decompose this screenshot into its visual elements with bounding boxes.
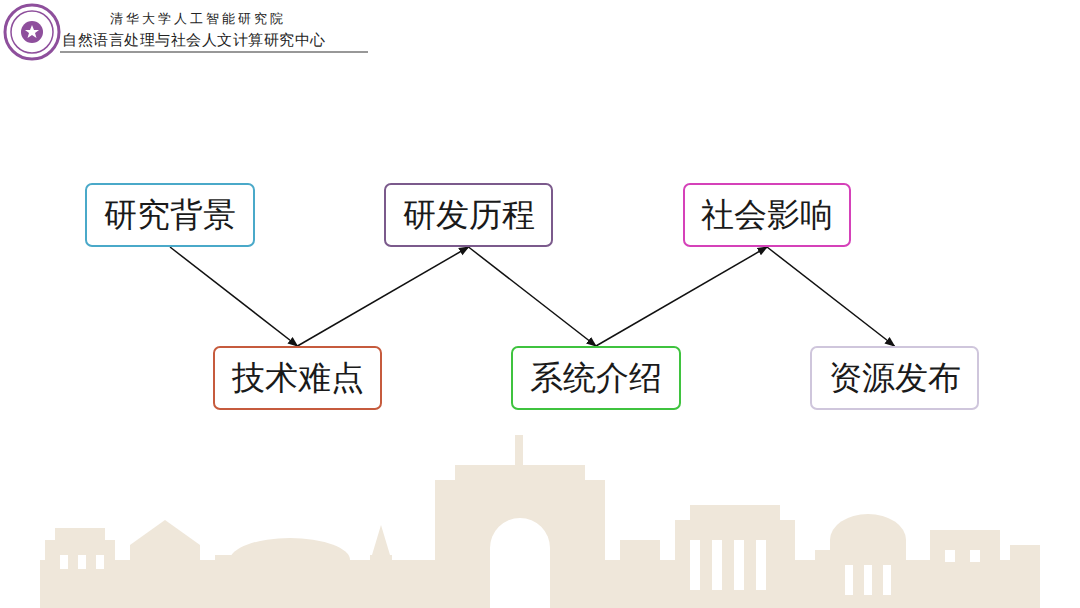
box-label: 技术难点: [232, 356, 364, 401]
box-label: 社会影响: [701, 193, 833, 238]
box-label: 资源发布: [829, 356, 961, 401]
arrow-connector: [469, 247, 597, 346]
process-box: 系统介绍: [511, 346, 681, 410]
process-box: 技术难点: [213, 346, 382, 410]
header-text: 清华大学人工智能研究院: [110, 10, 286, 28]
arrow-connector: [596, 247, 767, 346]
header-text: 自然语言处理与社会人文计算研究中心: [62, 31, 326, 50]
process-box: 资源发布: [810, 346, 979, 410]
process-box: 社会影响: [683, 183, 851, 247]
box-label: 研发历程: [403, 193, 535, 238]
campus-skyline: [40, 435, 1040, 608]
header-underline: [60, 51, 368, 52]
process-box: 研发历程: [384, 183, 553, 247]
process-box: 研究背景: [85, 183, 255, 247]
box-label: 系统介绍: [530, 356, 662, 401]
university-logo: [5, 5, 59, 59]
arrow-connector: [298, 247, 469, 346]
arrow-connector: [170, 247, 298, 346]
arrow-connector: [767, 247, 895, 346]
box-label: 研究背景: [104, 193, 236, 238]
skyline-windows: [60, 518, 980, 608]
